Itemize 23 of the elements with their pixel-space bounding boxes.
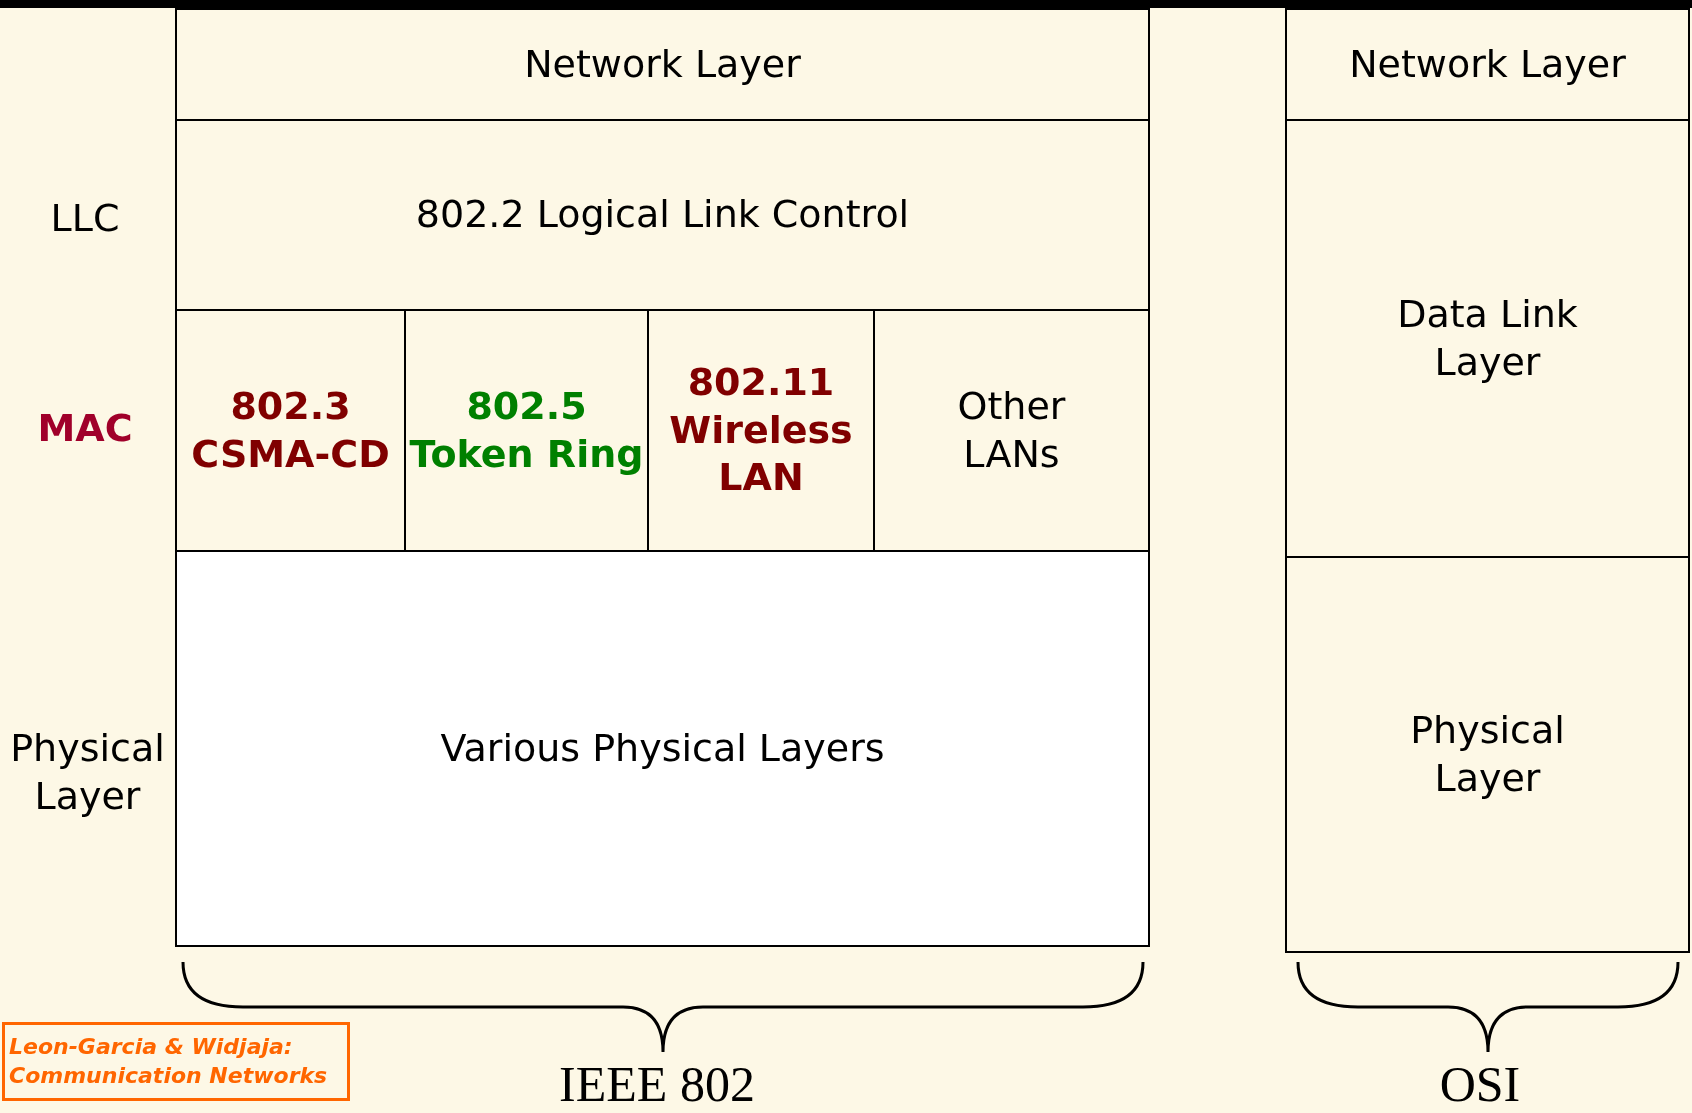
layer-name: 802.5 (466, 383, 587, 430)
stack-label: IEEE 802 (558, 1058, 756, 1110)
row-label: MAC (36, 405, 134, 452)
layer-box (1285, 119, 1690, 558)
layer-name: 802.11 (687, 359, 835, 407)
stack-label: OSI (1438, 1058, 1522, 1110)
layer-name: Wireless LAN (668, 406, 854, 502)
layer-name: Network Layer (1349, 40, 1626, 88)
layer-name: Data Link Layer (1396, 291, 1579, 386)
layer-name: Other LANs (956, 383, 1067, 478)
layer-box (175, 119, 1150, 311)
citation-note: Leon-Garcia & Widjaja: Communication Networks (2, 1022, 350, 1102)
layer-name: Various Physical Layers (440, 724, 885, 772)
layer-name: Token Ring (409, 430, 644, 478)
layer-name: Network Layer (524, 40, 801, 88)
row-label: Physical Layer (9, 725, 166, 820)
layer-box (175, 550, 1150, 947)
layer-name: Physical Layer (1409, 707, 1566, 802)
layer-box (1285, 556, 1690, 953)
row-label: LLC (49, 195, 121, 242)
layer-name: 802.2 Logical Link Control (415, 191, 910, 239)
layer-name: 802.3 (230, 383, 351, 430)
layer-name: CSMA-CD (191, 430, 390, 478)
